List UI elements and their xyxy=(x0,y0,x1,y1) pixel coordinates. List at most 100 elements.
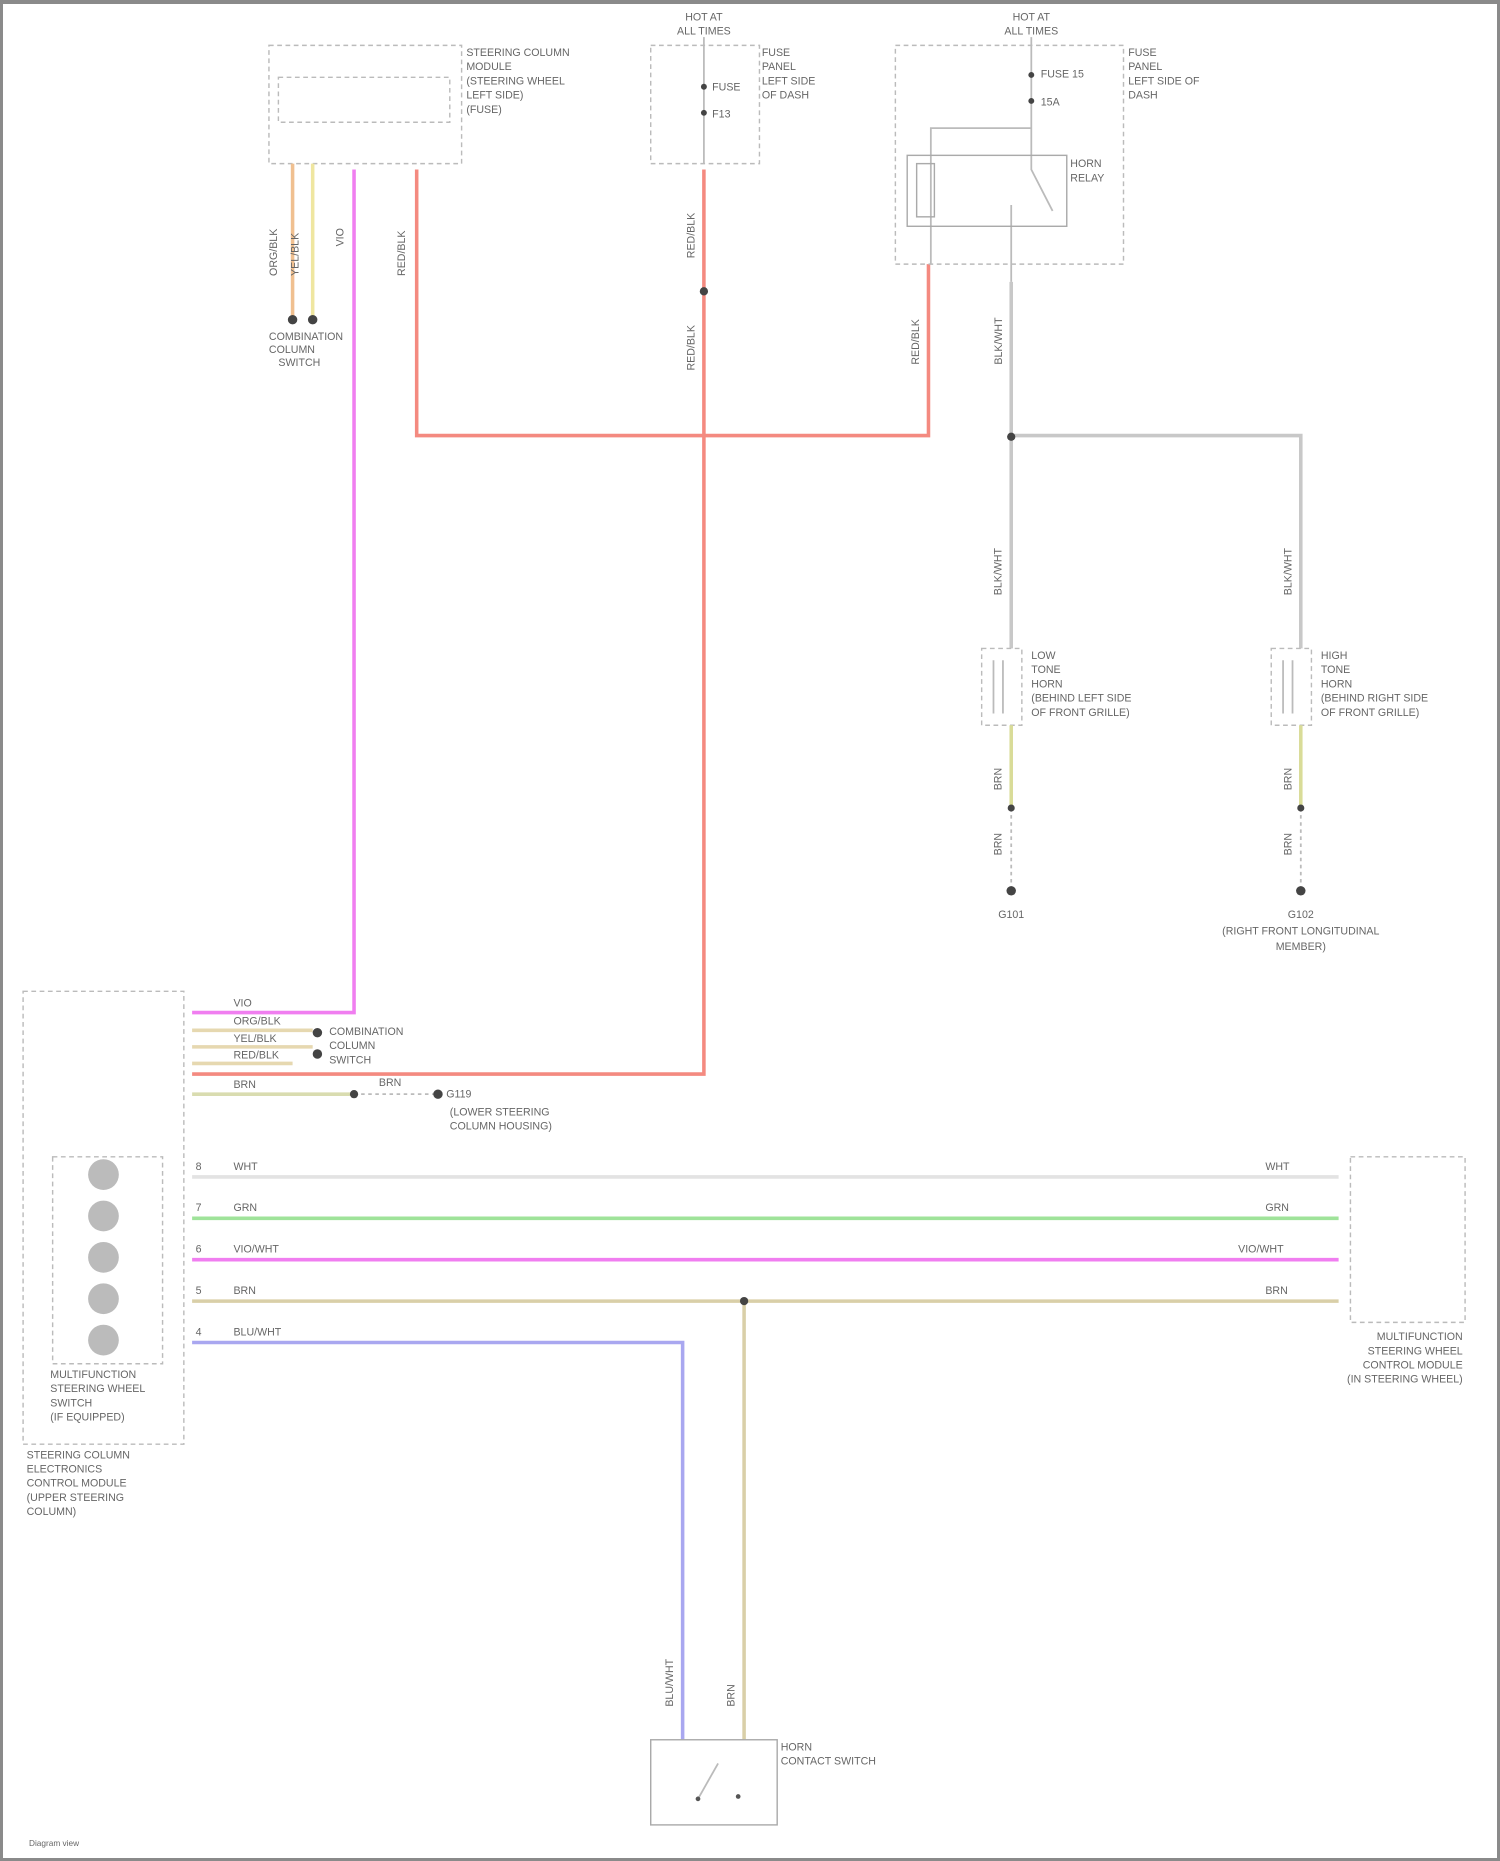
horn-label: HIGH xyxy=(1321,650,1348,662)
switch-label: SWITCH xyxy=(50,1397,92,1409)
svg-text:GRN: GRN xyxy=(233,1202,257,1214)
svg-text:BRN: BRN xyxy=(379,1077,401,1089)
wire-label: BRN xyxy=(993,768,1005,790)
relay-box-label: PANEL xyxy=(1128,61,1162,73)
ground-label: G119 xyxy=(446,1089,471,1101)
footer-text: Diagram view xyxy=(29,1839,79,1848)
horn-label: OF FRONT GRILLE) xyxy=(1031,707,1129,719)
module-label: ELECTRONICS xyxy=(27,1464,103,1476)
fuse-label: FUSE xyxy=(712,81,740,93)
connector-dot xyxy=(308,315,317,324)
ground-label: COLUMN HOUSING) xyxy=(450,1121,552,1133)
fuse-panel-label: LEFT SIDE xyxy=(762,75,816,87)
wire-label: BLU/WHT xyxy=(664,1658,676,1706)
relay-header: HOT AT xyxy=(1013,12,1051,24)
connector-label: SWITCH xyxy=(329,1054,371,1066)
switch-label: MULTIFUNCTION xyxy=(50,1369,136,1381)
horn-label: TONE xyxy=(1031,664,1060,676)
svg-text:RED/BLK: RED/BLK xyxy=(233,1050,278,1062)
connector-label: COMBINATION xyxy=(269,331,343,343)
module-label: COLUMN) xyxy=(27,1506,77,1518)
relay-label: RELAY xyxy=(1070,172,1104,184)
svg-text:BRN: BRN xyxy=(1265,1285,1287,1297)
switch-label: STEERING WHEEL xyxy=(50,1383,145,1395)
svg-text:8: 8 xyxy=(196,1161,202,1173)
ground-label: G101 xyxy=(998,909,1024,921)
horn-label: OF FRONT GRILLE) xyxy=(1321,707,1419,719)
wire-blue xyxy=(192,1342,683,1739)
wire-label: BRN xyxy=(993,833,1005,855)
splice-dot xyxy=(740,1297,748,1305)
wire-label: BLK/WHT xyxy=(993,547,1005,595)
connector-label: COLUMN xyxy=(329,1040,375,1052)
splice-dot xyxy=(1007,433,1015,441)
top-left-module[interactable]: STEERING COLUMN MODULE (STEERING WHEEL L… xyxy=(269,45,570,163)
horn-label: LOW xyxy=(1031,650,1055,662)
horn-label: (BEHIND RIGHT SIDE xyxy=(1321,693,1428,705)
svg-text:BLU/WHT: BLU/WHT xyxy=(233,1326,281,1338)
switch-label: HORN xyxy=(781,1741,812,1753)
horn-contact-switch[interactable]: HORN CONTACT SWITCH xyxy=(651,1740,876,1825)
connector-label: COMBINATION xyxy=(329,1026,403,1038)
horn-relay-box[interactable]: HOT AT ALL TIMES FUSE 15 15A HORN RELAY … xyxy=(895,12,1200,282)
svg-text:7: 7 xyxy=(196,1202,202,1214)
module-label: CONTROL MODULE xyxy=(1363,1359,1463,1371)
connector-label: COLUMN xyxy=(269,344,315,356)
ground-label: (RIGHT FRONT LONGITUDINAL xyxy=(1222,926,1379,938)
fuse-panel-label: PANEL xyxy=(762,61,796,73)
switch-label: CONTACT SWITCH xyxy=(781,1756,876,1768)
relay-box-label: DASH xyxy=(1128,90,1158,102)
wire-horn-feed xyxy=(1011,282,1301,649)
module-label: CONTROL MODULE xyxy=(27,1478,127,1490)
wire-red-fuse xyxy=(192,170,704,1075)
wire-label: YEL/BLK xyxy=(289,233,301,276)
svg-text:WHT: WHT xyxy=(1265,1161,1290,1173)
steering-column-module[interactable]: MULTIFUNCTION STEERING WHEEL SWITCH (IF … xyxy=(23,991,184,1518)
svg-text:VIO/WHT: VIO/WHT xyxy=(233,1244,279,1256)
svg-text:VIO: VIO xyxy=(233,998,251,1010)
fuse-label: FUSE 15 xyxy=(1041,68,1084,80)
module-label: (IN STEERING WHEEL) xyxy=(1347,1374,1463,1386)
module-label: (STEERING WHEEL xyxy=(466,75,565,87)
svg-text:ORG/BLK: ORG/BLK xyxy=(233,1015,280,1027)
fuse-header: ALL TIMES xyxy=(677,26,731,38)
relay-box-label: FUSE xyxy=(1128,47,1156,59)
module-label: STEERING COLUMN xyxy=(27,1449,130,1461)
wire-label: RED/BLK xyxy=(910,319,922,364)
connector-label: SWITCH xyxy=(278,357,320,369)
fuse-panel-label: OF DASH xyxy=(762,90,809,102)
right-horn[interactable]: HIGH TONE HORN (BEHIND RIGHT SIDE OF FRO… xyxy=(1271,648,1428,725)
wire-label: BRN xyxy=(726,1684,738,1706)
wire-label: RED/BLK xyxy=(685,325,697,370)
horn-label: HORN xyxy=(1321,678,1352,690)
multifunction-control-module[interactable]: MULTIFUNCTION STEERING WHEEL CONTROL MOD… xyxy=(1347,1157,1465,1386)
diagram-canvas: STEERING COLUMN MODULE (STEERING WHEEL L… xyxy=(3,4,1497,1858)
connector-dot xyxy=(288,315,297,324)
switch-label: (IF EQUIPPED) xyxy=(50,1412,124,1424)
svg-text:BRN: BRN xyxy=(233,1285,255,1297)
wire-label: BRN xyxy=(1282,833,1294,855)
wire-label: BLK/WHT xyxy=(1282,547,1294,595)
fuse-label: F13 xyxy=(712,109,730,121)
left-horn[interactable]: LOW TONE HORN (BEHIND LEFT SIDE OF FRONT… xyxy=(982,648,1132,725)
module-label: LEFT SIDE) xyxy=(466,90,523,102)
svg-text:4: 4 xyxy=(196,1326,202,1338)
ground-label: (LOWER STEERING xyxy=(450,1106,550,1118)
wire-label: BLK/WHT xyxy=(993,317,1005,365)
svg-text:5: 5 xyxy=(196,1285,202,1297)
splice-dot xyxy=(700,287,708,295)
fuse-panel-center[interactable]: HOT AT ALL TIMES FUSE F13 FUSE PANEL LEF… xyxy=(651,12,816,164)
ground-icon xyxy=(1006,886,1015,895)
module-label: (UPPER STEERING xyxy=(27,1492,124,1504)
module-label: (FUSE) xyxy=(466,104,501,116)
ground-icon xyxy=(1296,886,1305,895)
svg-text:GRN: GRN xyxy=(1265,1202,1289,1214)
wire-red-loop xyxy=(417,170,929,436)
svg-text:YEL/BLK: YEL/BLK xyxy=(233,1033,276,1045)
horn-label: HORN xyxy=(1031,678,1062,690)
svg-text:6: 6 xyxy=(196,1244,202,1256)
wire-pink-vertical xyxy=(192,170,354,1013)
svg-text:VIO/WHT: VIO/WHT xyxy=(1238,1244,1284,1256)
module-label: MODULE xyxy=(466,61,511,73)
